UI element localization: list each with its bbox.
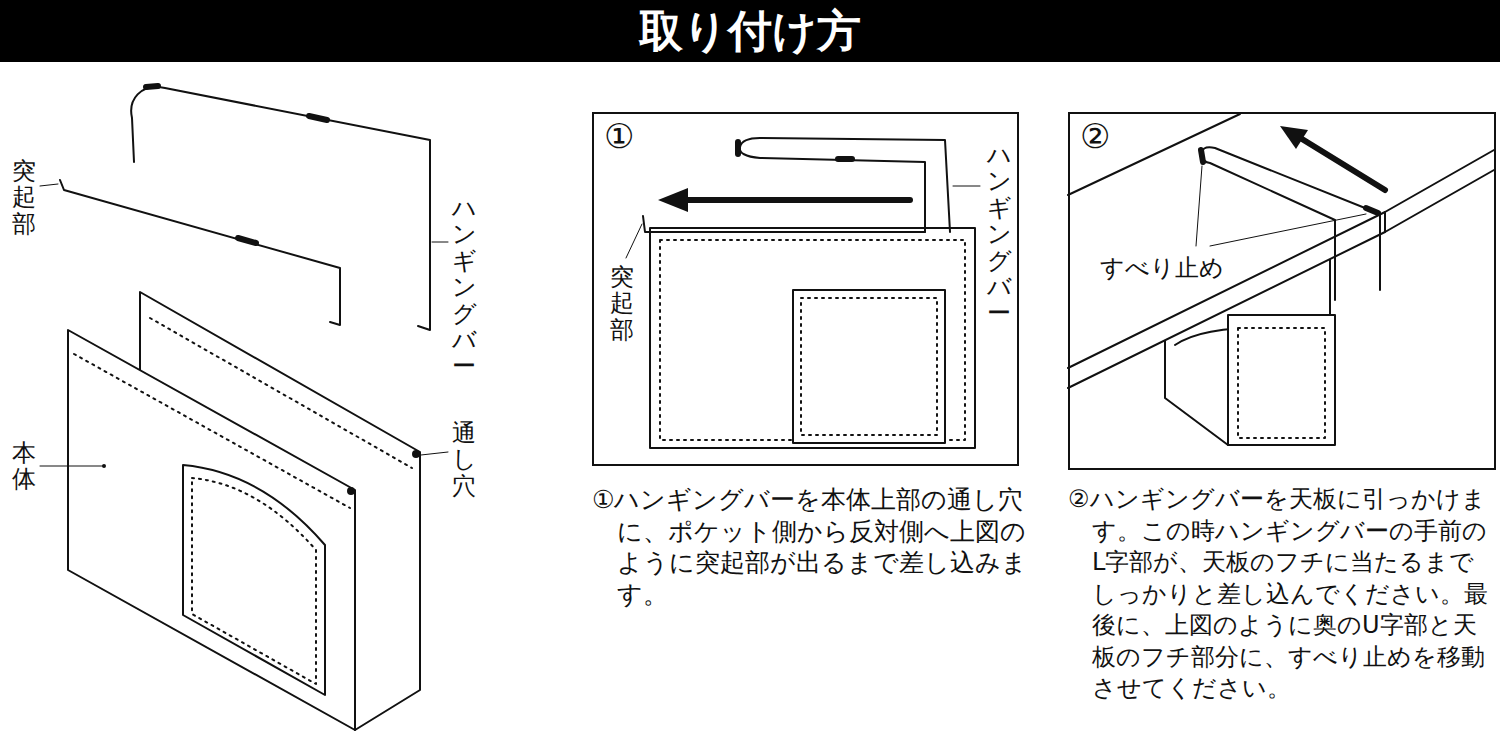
step-number: ② bbox=[1080, 116, 1110, 156]
instruction-text: ②ハンギングバーを天板に引っかけます。この時ハンギングバーの手前のL字部が、天板… bbox=[1068, 484, 1496, 705]
leader-line bbox=[40, 466, 104, 467]
left-figure bbox=[40, 86, 448, 730]
pocket-stitch bbox=[192, 478, 316, 684]
part-name: 通し穴 bbox=[452, 420, 476, 499]
table-corner bbox=[1384, 212, 1386, 232]
grip-sleeve bbox=[146, 86, 158, 87]
table-back-edge bbox=[1068, 114, 1240, 195]
hanging-bar bbox=[740, 138, 950, 232]
pocket bbox=[793, 290, 945, 443]
part-name: 本体 bbox=[12, 440, 36, 493]
pocket-stitch bbox=[801, 298, 937, 435]
step2-figure bbox=[1068, 114, 1494, 445]
step1-figure bbox=[626, 138, 980, 448]
through-hole bbox=[413, 451, 419, 457]
part-name: ハンギングバー bbox=[987, 142, 1011, 327]
direction-arrow bbox=[684, 197, 910, 203]
direction-arrow bbox=[1302, 139, 1385, 190]
grip-sleeve bbox=[309, 116, 327, 120]
leader-line bbox=[1196, 166, 1202, 246]
hanging-bar bbox=[643, 216, 925, 232]
pocket bbox=[183, 465, 325, 695]
title-text: 取り付け方 bbox=[0, 0, 1500, 62]
leader-line bbox=[1210, 214, 1366, 246]
body-front bbox=[650, 228, 975, 448]
table-bottom-edge bbox=[1068, 170, 1494, 388]
part-name: すべり止め bbox=[1100, 252, 1224, 284]
step-panel: ② すべり止め bbox=[1068, 112, 1496, 470]
hanging-bar bbox=[60, 180, 340, 325]
leader-dot bbox=[102, 464, 106, 468]
leader-line bbox=[421, 452, 448, 455]
instruction-text: ①ハンギングバーを本体上部の通し穴に、ポケット側から反対側へ上図のように突起部が… bbox=[592, 484, 1032, 610]
pocket-stitch bbox=[1238, 328, 1325, 438]
anti-slip-grip bbox=[1201, 150, 1203, 162]
body-back-panel bbox=[140, 292, 420, 730]
part-name: 突起部 bbox=[12, 158, 36, 237]
grip-sleeve bbox=[735, 142, 741, 154]
body-back bbox=[1165, 340, 1228, 445]
through-hole bbox=[348, 488, 354, 494]
leader-line bbox=[626, 224, 642, 258]
table-mask bbox=[1068, 114, 1494, 388]
step-panel: ① ハンギングバー突起部 bbox=[592, 112, 1019, 466]
anti-slip-grip bbox=[1366, 208, 1378, 213]
arrow-head bbox=[658, 188, 688, 212]
hanging-bar bbox=[131, 87, 430, 330]
body-front bbox=[1228, 315, 1335, 445]
arrow-head bbox=[1280, 126, 1308, 149]
body-front-panel bbox=[68, 330, 355, 730]
part-name: ハンギングバー bbox=[452, 195, 476, 380]
part-name: 突起部 bbox=[610, 264, 634, 343]
leader-line bbox=[953, 186, 980, 187]
step-number: ① bbox=[604, 116, 634, 156]
grip-sleeve bbox=[238, 238, 256, 243]
leader-line bbox=[432, 242, 448, 243]
table-top-edge bbox=[1068, 150, 1494, 368]
leader-line bbox=[40, 184, 58, 186]
grip-sleeve bbox=[838, 156, 852, 162]
